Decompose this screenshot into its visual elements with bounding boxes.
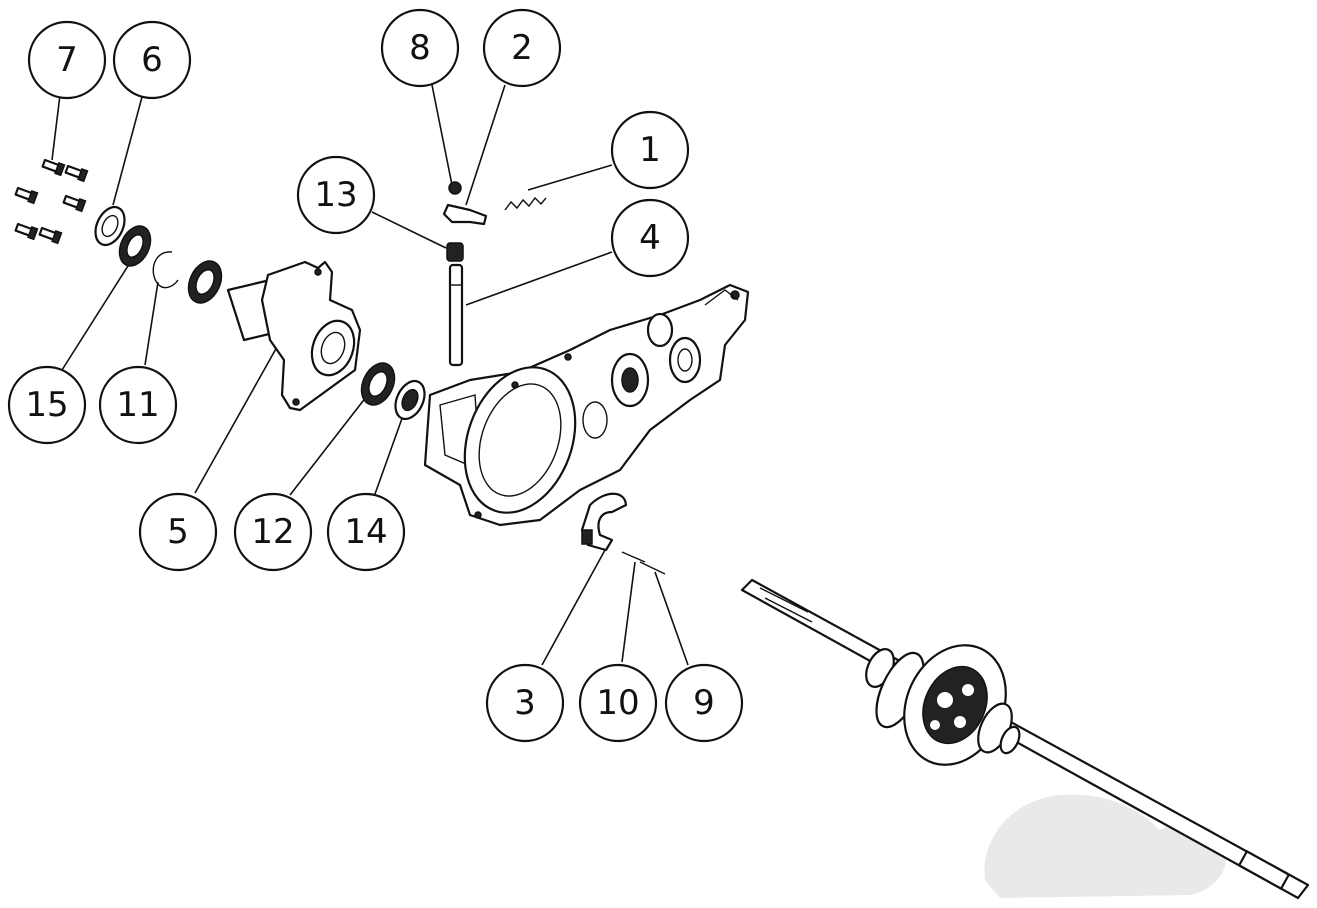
shift-lever-part-2 bbox=[442, 203, 488, 226]
callout-6: 6 bbox=[112, 20, 192, 100]
callout-15-label: 15 bbox=[25, 385, 68, 425]
bolt-set-part-7 bbox=[14, 158, 89, 245]
callout-4: 4 bbox=[610, 198, 690, 278]
callout-8-label: 8 bbox=[409, 28, 431, 68]
callout-3-label: 3 bbox=[514, 683, 536, 723]
bearing-part-15 bbox=[118, 225, 152, 267]
callout-12-label: 12 bbox=[251, 512, 294, 552]
callout-5-label: 5 bbox=[167, 512, 189, 552]
seal-part-6 bbox=[94, 205, 126, 247]
housing-cover-part-5 bbox=[226, 260, 362, 412]
callout-9-label: 9 bbox=[693, 683, 715, 723]
bearing-part-12 bbox=[360, 362, 396, 406]
axle-shaft-assembly bbox=[740, 578, 1310, 900]
watermark-logo bbox=[984, 794, 1226, 898]
washer-part-13 bbox=[446, 242, 464, 262]
callout-2-label: 2 bbox=[511, 28, 533, 68]
callout-10-label: 10 bbox=[596, 683, 639, 723]
callout-2: 2 bbox=[482, 8, 562, 88]
leader-lines bbox=[51, 84, 689, 666]
snap-ring-part-11 bbox=[152, 251, 179, 289]
transaxle-housing bbox=[423, 283, 750, 527]
pin-part-10 bbox=[621, 551, 646, 563]
callout-12: 12 bbox=[233, 492, 313, 572]
callout-1: 1 bbox=[610, 110, 690, 190]
callout-14: 14 bbox=[326, 492, 406, 572]
spring-part-1 bbox=[504, 196, 547, 211]
nut-part-8 bbox=[448, 181, 462, 195]
callout-4-label: 4 bbox=[639, 218, 661, 258]
shift-fork-part-3 bbox=[580, 492, 628, 552]
callout-7-label: 7 bbox=[56, 40, 78, 80]
callout-11: 11 bbox=[98, 365, 178, 445]
callout-8: 8 bbox=[380, 8, 460, 88]
callout-9: 9 bbox=[664, 663, 744, 743]
callout-15: 15 bbox=[7, 365, 87, 445]
bearing-small bbox=[187, 260, 223, 304]
callout-1-label: 1 bbox=[639, 130, 661, 170]
callout-6-label: 6 bbox=[141, 40, 163, 80]
callout-11-label: 11 bbox=[116, 385, 159, 425]
callout-5: 5 bbox=[138, 492, 218, 572]
pin-part-9 bbox=[639, 561, 666, 575]
callout-3: 3 bbox=[485, 663, 565, 743]
callout-13: 13 bbox=[296, 155, 376, 235]
callout-13-label: 13 bbox=[314, 175, 357, 215]
shaft-pin-part-4 bbox=[448, 263, 464, 367]
callout-14-label: 14 bbox=[344, 512, 387, 552]
seal-part-14 bbox=[394, 379, 426, 421]
callout-7: 7 bbox=[27, 20, 107, 100]
callout-10: 10 bbox=[578, 663, 658, 743]
